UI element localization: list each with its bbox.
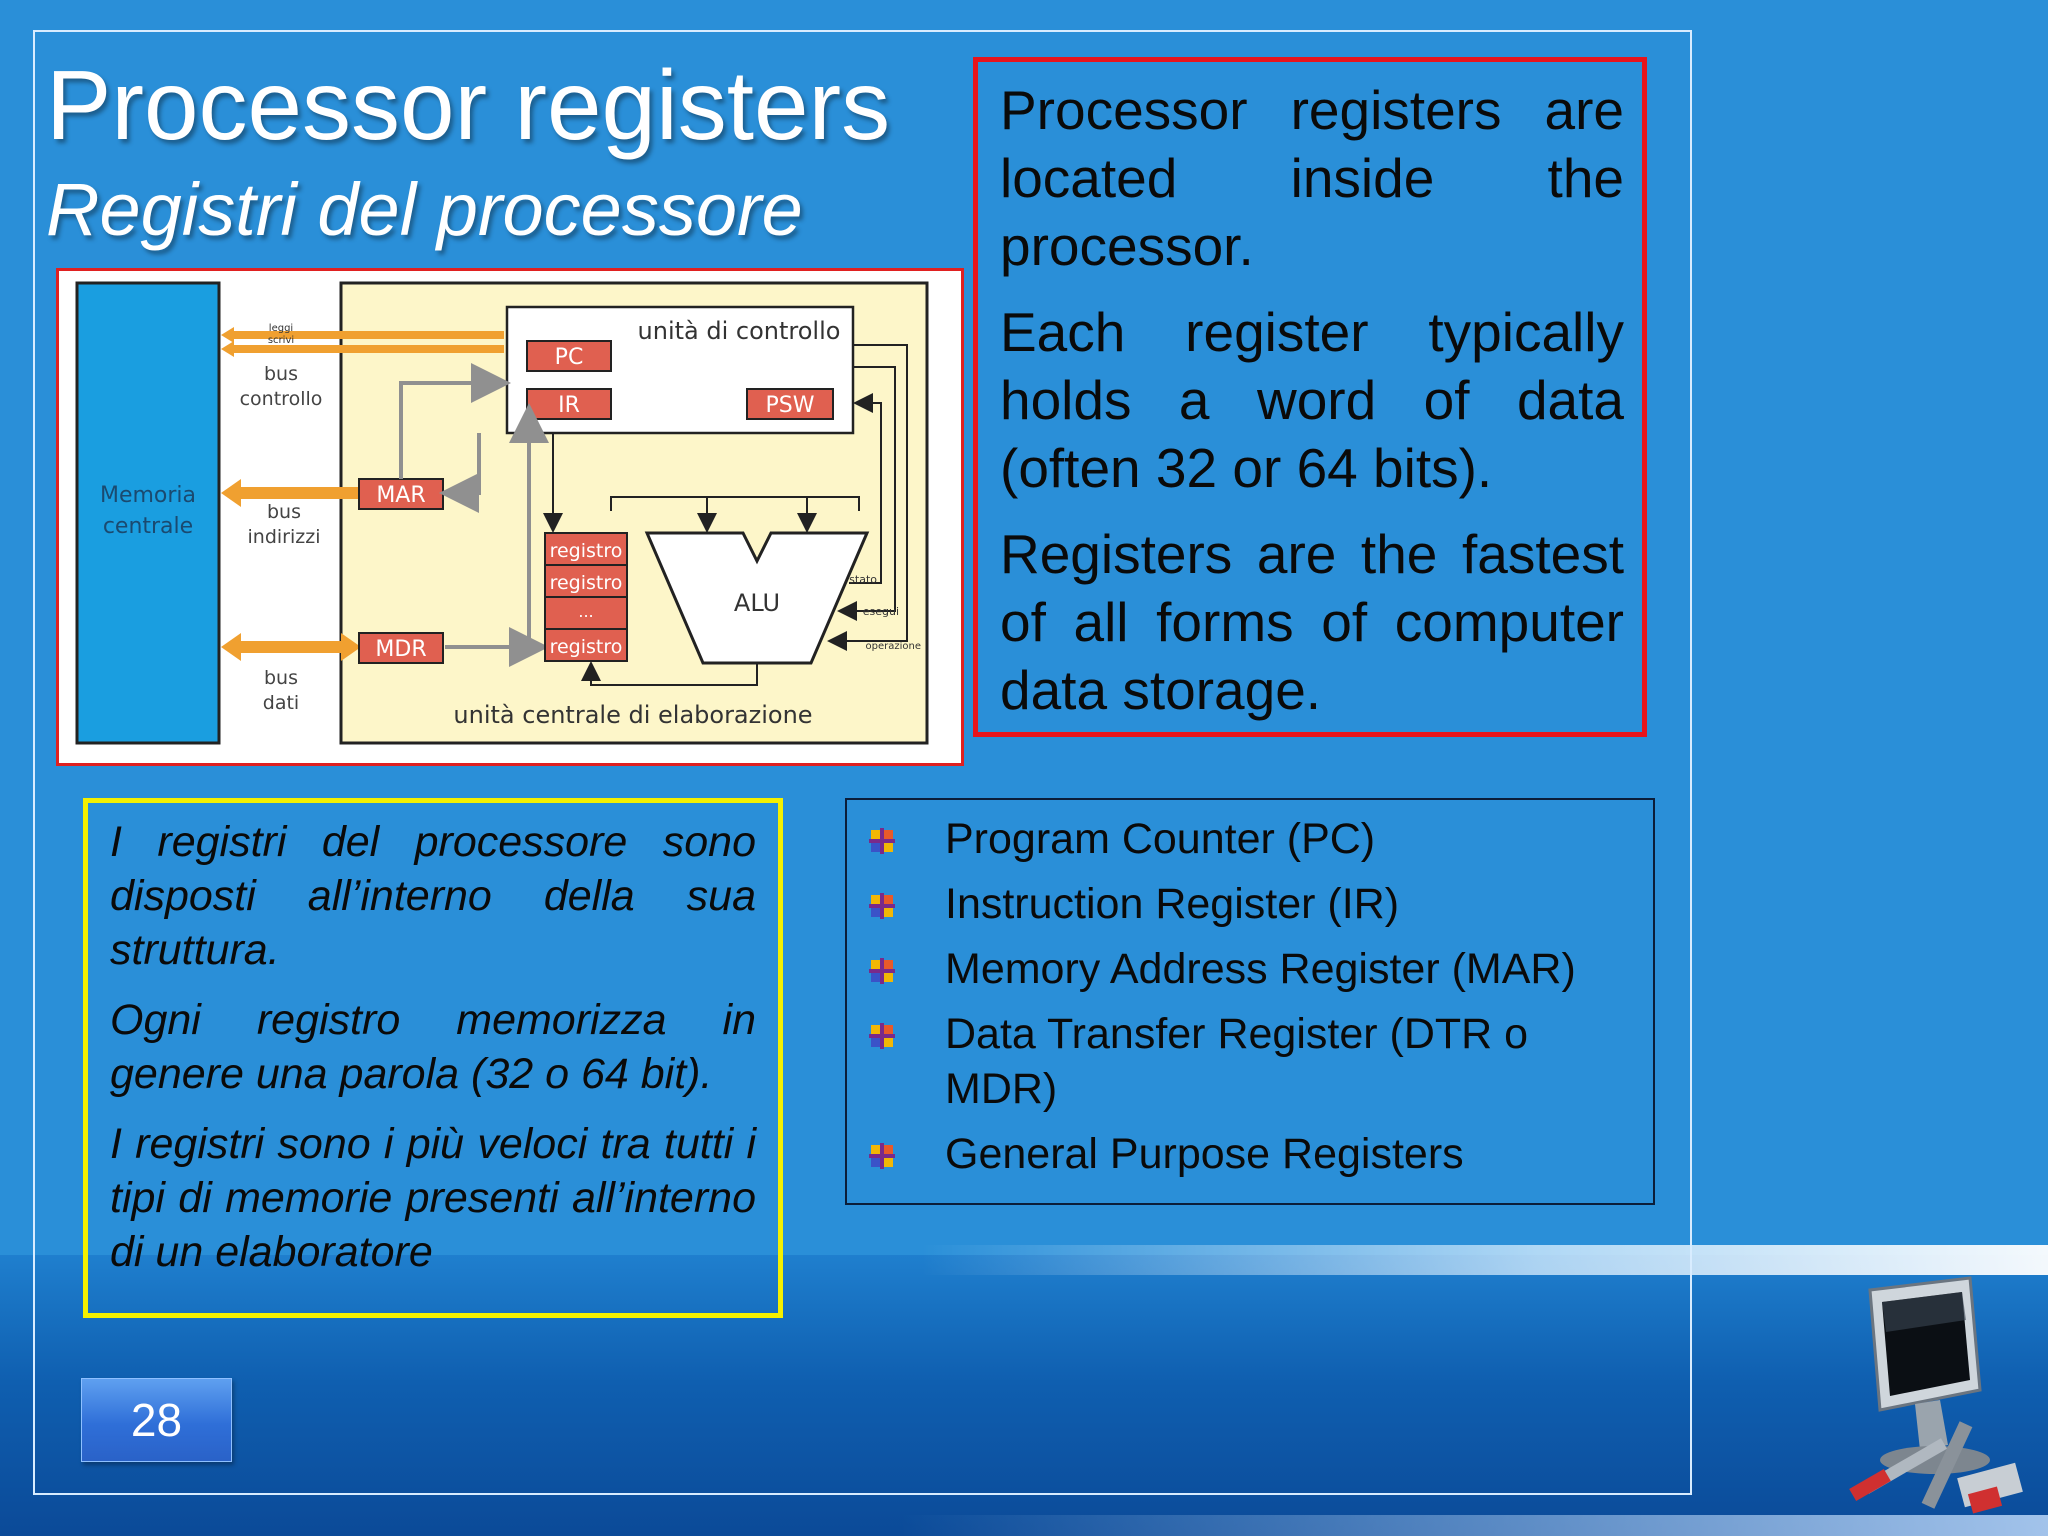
computer-tools-icon bbox=[1849, 1276, 2023, 1514]
registro-ellipsis-label: ... bbox=[578, 602, 593, 621]
control-execute-line bbox=[837, 366, 896, 621]
alu-block bbox=[644, 531, 870, 665]
stato-label: stato bbox=[849, 573, 877, 586]
mar-to-control-line bbox=[399, 363, 511, 479]
bus-controllo-label-1: bus bbox=[264, 363, 298, 385]
mar-register bbox=[358, 478, 444, 510]
background-bottom-line bbox=[900, 1515, 2048, 1536]
page-number-badge: 28 bbox=[81, 1378, 232, 1462]
bus-dati-label-2: dati bbox=[263, 692, 299, 714]
background-bottom-band bbox=[0, 1255, 2048, 1536]
bullet-icon bbox=[869, 958, 895, 984]
list-item-label: Data Transfer Register (DTR o MDR) bbox=[945, 1010, 1529, 1113]
italian-description-box: I registri del processore sono disposti … bbox=[83, 798, 783, 1318]
general-register-1 bbox=[544, 532, 628, 566]
alu-output-line bbox=[581, 661, 758, 686]
control-unit-label: unità di controllo bbox=[638, 317, 841, 345]
memory-label-2: centrale bbox=[103, 514, 193, 539]
bullet-icon bbox=[869, 893, 895, 919]
list-item: Program Counter (PC) bbox=[867, 812, 1643, 867]
list-item: Data Transfer Register (DTR o MDR) bbox=[867, 1007, 1643, 1117]
control-to-mar-line bbox=[439, 433, 481, 513]
alu-label: ALU bbox=[734, 589, 780, 617]
esegui-label: esegui bbox=[863, 605, 899, 618]
english-paragraph-2: Each register typically holds a word of … bbox=[1000, 301, 1624, 499]
general-register-2 bbox=[544, 564, 628, 598]
bus-indirizzi-label-1: bus bbox=[267, 501, 301, 523]
address-bus-arrow bbox=[221, 479, 359, 507]
cpu-diagram: Memoria centrale leggi scrivi bus contro… bbox=[56, 268, 964, 766]
italian-paragraph-3: I registri sono i più veloci tra tutti i… bbox=[110, 1120, 756, 1276]
memory-block bbox=[75, 281, 221, 745]
english-paragraph-3: Registers are the fastest of all forms o… bbox=[1000, 523, 1624, 721]
bus-indirizzi-label-2: indirizzi bbox=[248, 526, 321, 548]
pc-register bbox=[526, 340, 612, 372]
bullet-icon bbox=[869, 1023, 895, 1049]
memory-label-1: Memoria bbox=[100, 483, 196, 508]
english-description-box: Processor registers are located inside t… bbox=[973, 57, 1647, 737]
psw-label: PSW bbox=[766, 393, 815, 418]
cpu-label: unità centrale di elaborazione bbox=[453, 701, 812, 729]
register-list-box: Program Counter (PC) Instruction Registe… bbox=[845, 798, 1655, 1205]
registro-label-2: registro bbox=[550, 572, 623, 594]
mdr-register bbox=[358, 632, 444, 664]
list-item: General Purpose Registers bbox=[867, 1127, 1643, 1182]
bullet-icon bbox=[869, 1143, 895, 1169]
registro-label-n: registro bbox=[550, 636, 623, 658]
slide-title: Processor registers bbox=[46, 50, 891, 160]
italian-paragraph-2: Ogni registro memorizza in genere una pa… bbox=[110, 996, 756, 1098]
english-paragraph-1: Processor registers are located inside t… bbox=[1000, 79, 1624, 277]
control-operation-line bbox=[827, 344, 908, 651]
general-register-n bbox=[544, 628, 628, 662]
slide-subtitle: Registri del processore bbox=[46, 168, 803, 251]
pc-label: PC bbox=[555, 345, 584, 370]
leggi-label: leggi bbox=[269, 323, 293, 334]
background-swoosh bbox=[0, 1245, 2048, 1275]
register-list: Program Counter (PC) Instruction Registe… bbox=[867, 812, 1643, 1182]
operazione-label: operazione bbox=[866, 641, 922, 652]
scrivi-label: scrivi bbox=[268, 335, 294, 346]
bullet-icon bbox=[869, 828, 895, 854]
registers-to-alu-bus bbox=[610, 496, 860, 511]
data-bus-arrow bbox=[221, 633, 361, 661]
alu-status-line bbox=[849, 393, 882, 584]
control-bus-arrow-1 bbox=[221, 327, 504, 343]
slide-frame bbox=[33, 30, 1692, 1495]
list-item-label: General Purpose Registers bbox=[945, 1130, 1464, 1178]
ir-label: IR bbox=[558, 393, 580, 418]
psw-register bbox=[746, 388, 834, 420]
italian-paragraph-1: I registri del processore sono disposti … bbox=[110, 818, 756, 974]
bus-controllo-label-2: controllo bbox=[240, 388, 323, 410]
list-item-label: Instruction Register (IR) bbox=[945, 880, 1400, 928]
control-bus-arrow-2 bbox=[221, 341, 504, 357]
bus-dati-label-1: bus bbox=[264, 667, 298, 689]
list-item: Memory Address Register (MAR) bbox=[867, 942, 1643, 997]
mar-label: MAR bbox=[376, 483, 425, 508]
registro-label-1: registro bbox=[550, 540, 623, 562]
list-item-label: Program Counter (PC) bbox=[945, 815, 1376, 863]
mdr-label: MDR bbox=[375, 637, 426, 662]
list-item: Instruction Register (IR) bbox=[867, 877, 1643, 932]
list-item-label: Memory Address Register (MAR) bbox=[945, 945, 1576, 993]
